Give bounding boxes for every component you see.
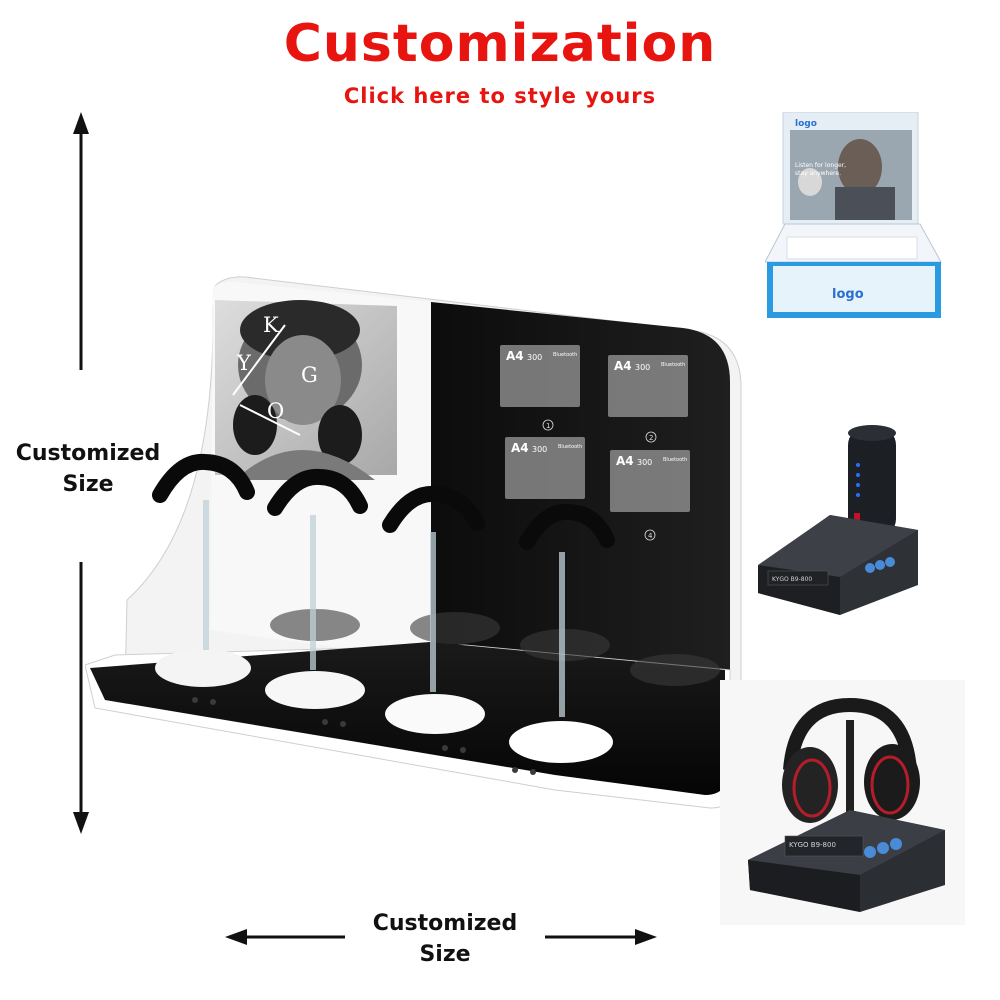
style-yours-link[interactable]: Click here to style yours — [343, 84, 657, 108]
card-sub: 300 — [637, 458, 652, 467]
spec-card: A4 300 Bluetooth 2 — [608, 355, 688, 443]
monogram-letter: O — [267, 399, 284, 423]
width-size-label-line1: Customized — [372, 911, 518, 936]
card-code: A4 — [511, 441, 529, 455]
page-title: Customization — [283, 14, 717, 74]
width-size-label-line2: Size — [419, 942, 471, 967]
card-badge: Bluetooth — [553, 352, 577, 358]
card-sub: 300 — [635, 363, 650, 372]
card-sub: 300 — [527, 353, 542, 362]
width-size-label: Customized Size — [350, 908, 540, 970]
height-size-label: Customized Size — [0, 438, 176, 500]
spec-card: A4 300 Bluetooth 4 — [610, 450, 690, 541]
monogram-letter: G — [301, 363, 318, 387]
speaker-stand-thumbnail[interactable]: KYGO B9-800 — [750, 425, 920, 630]
headphone-brand-text: KYGO B9-800 — [789, 841, 836, 849]
card-code: A4 — [614, 359, 632, 373]
card-code: A4 — [506, 349, 524, 363]
height-size-label-line1: Customized — [15, 441, 161, 466]
horizontal-size-arrow — [225, 929, 657, 945]
monogram-letter: Y — [236, 351, 252, 375]
card-badge: Bluetooth — [663, 457, 687, 463]
acrylic-tagline-1: Listen for longer, — [795, 162, 846, 169]
card-badge: Bluetooth — [558, 444, 582, 450]
spec-card: A4 300 Bluetooth 1 — [500, 345, 580, 431]
acrylic-logo-top: logo — [795, 119, 817, 129]
height-size-label-line2: Size — [62, 472, 114, 497]
card-number: 4 — [648, 532, 653, 540]
card-sub: 300 — [532, 445, 547, 454]
vertical-size-arrow — [73, 112, 89, 834]
model-photo — [215, 300, 397, 480]
acrylic-stand-thumbnail[interactable]: logo Listen for longer, stay anywhere. l… — [765, 112, 943, 322]
card-number: 2 — [649, 434, 653, 442]
acrylic-stand-image: logo Listen for longer, stay anywhere. l… — [765, 112, 942, 318]
speaker-brand-text: KYGO B9-800 — [772, 576, 812, 583]
monogram-letter: K — [263, 313, 279, 337]
charging-pad — [265, 671, 365, 709]
acrylic-tagline-2: stay anywhere. — [795, 170, 841, 177]
charging-pad — [385, 694, 485, 734]
speaker-stand-image: KYGO B9-800 — [758, 425, 918, 615]
charging-pad — [509, 721, 613, 763]
brand-monogram: K Y G O — [236, 313, 318, 423]
card-badge: Bluetooth — [661, 362, 685, 368]
headphone-stand-thumbnail[interactable]: KYGO B9-800 — [720, 680, 965, 925]
acrylic-logo-bottom: logo — [832, 287, 864, 302]
card-number: 1 — [546, 422, 550, 430]
charging-pad — [155, 649, 251, 687]
headphone-display-stand: K Y G O A4 300 Bluetooth 1 A4 300 Blueto… — [85, 276, 742, 809]
card-code: A4 — [616, 454, 634, 468]
headphone-stand-image: KYGO B9-800 — [720, 680, 965, 925]
